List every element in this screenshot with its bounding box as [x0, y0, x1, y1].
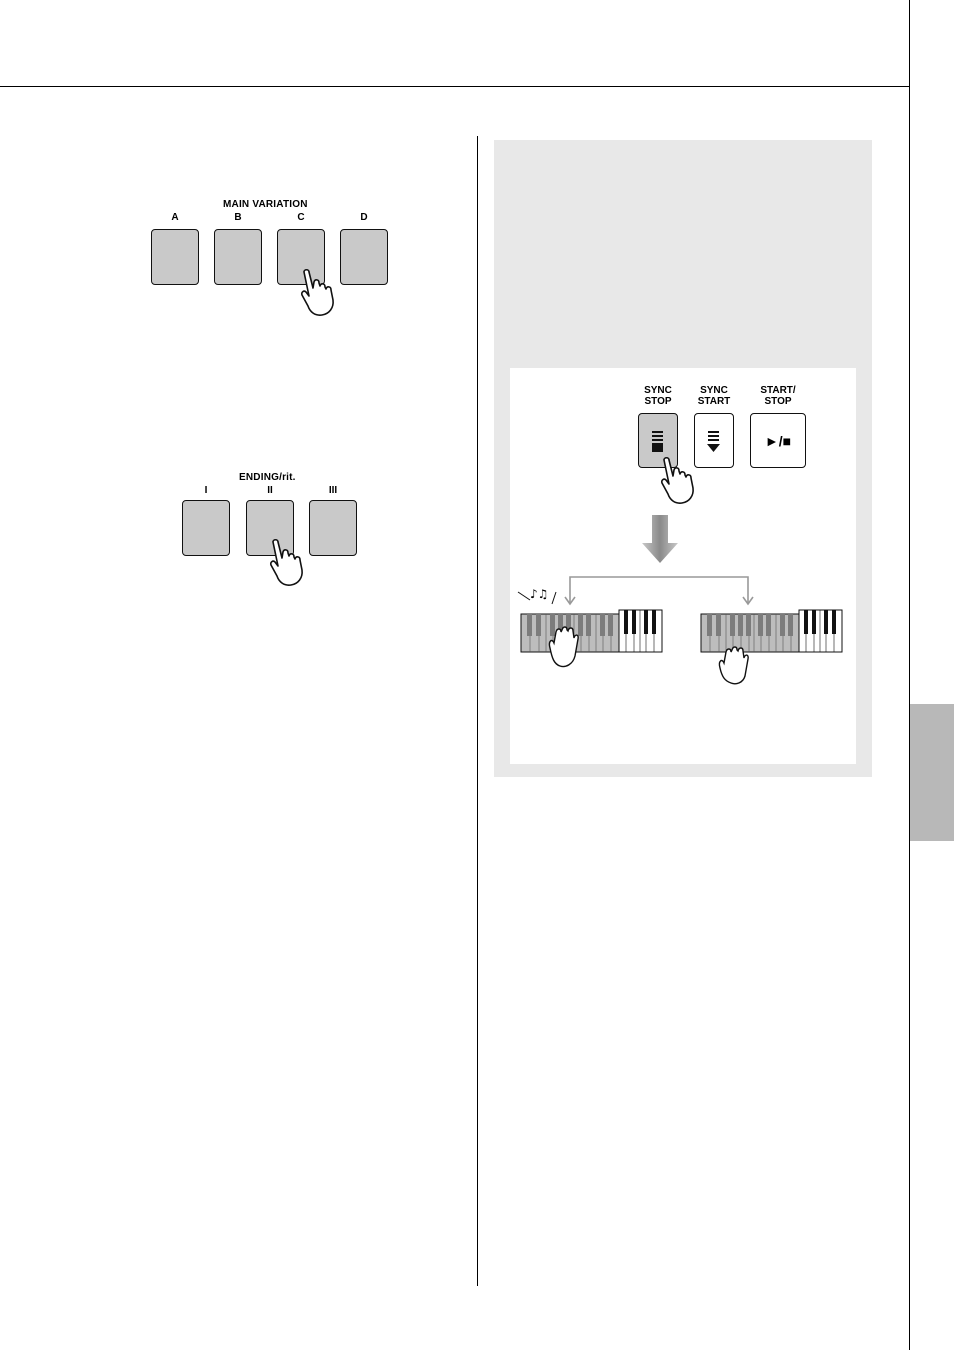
main-variation-title: MAIN VARIATION	[223, 199, 308, 210]
keyboard-left-playing: ♪♫	[516, 586, 666, 676]
down-arrow-icon	[640, 515, 680, 565]
raised-hand-icon	[719, 647, 748, 684]
sync-start-label: SYNC START	[684, 385, 744, 407]
sync-start-button[interactable]	[694, 413, 734, 468]
start-stop-label: START/ STOP	[748, 385, 808, 407]
sync-stop-illustration: SYNC STOP SYNC START START/ STOP ►/■	[510, 368, 856, 764]
variation-d-label: D	[340, 212, 388, 223]
ending-1-label: I	[182, 485, 230, 496]
ending-1-button[interactable]	[182, 500, 230, 556]
variation-b-label: B	[214, 212, 262, 223]
ending-2-label: II	[246, 485, 294, 496]
sync-start-icon	[695, 414, 732, 466]
ending-title: ENDING/rit.	[239, 472, 296, 483]
keyboard-right-released	[696, 586, 846, 686]
variation-c-label: C	[277, 212, 325, 223]
pointing-hand-icon	[656, 456, 700, 506]
section-tab[interactable]	[910, 704, 954, 841]
svg-text:♪♫: ♪♫	[530, 587, 548, 601]
sync-stop-label: SYNC STOP	[628, 385, 688, 407]
column-divider	[477, 136, 478, 1286]
header-rule	[0, 86, 910, 87]
variation-d-button[interactable]	[340, 229, 388, 285]
ending-3-button[interactable]	[309, 500, 357, 556]
music-notes-icon: ♪♫	[518, 587, 556, 604]
variation-b-button[interactable]	[214, 229, 262, 285]
ending-3-label: III	[309, 485, 357, 496]
pointing-hand-icon	[265, 538, 309, 588]
variation-a-button[interactable]	[151, 229, 199, 285]
pointing-hand-icon	[296, 268, 340, 318]
start-stop-button[interactable]: ►/■	[750, 413, 806, 468]
right-margin-rule	[909, 0, 910, 1350]
variation-a-label: A	[151, 212, 199, 223]
